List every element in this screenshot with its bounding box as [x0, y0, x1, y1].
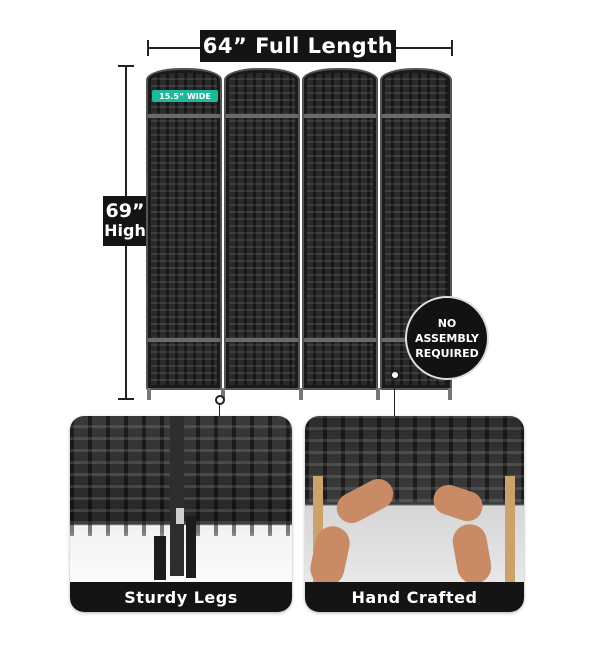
height-value: 69” [105, 200, 145, 222]
badge-line-1: NO [437, 316, 457, 330]
craft-callout-pin [390, 370, 400, 380]
sturdy-legs-caption: Sturdy Legs [70, 582, 292, 612]
legs-callout-line [219, 404, 220, 416]
length-cap-right [451, 40, 453, 56]
height-label: 69” High [103, 196, 147, 246]
sturdy-legs-photo: Sturdy Legs [70, 416, 292, 612]
hand-crafted-caption: Hand Crafted [305, 582, 524, 612]
height-cap-top [118, 65, 134, 67]
post-5 [448, 388, 452, 400]
post-1 [147, 388, 151, 400]
height-cap-bottom [118, 398, 134, 400]
badge-line-2: ASSEMBLY [415, 331, 479, 345]
post-4 [376, 388, 380, 400]
post-3 [299, 388, 303, 400]
length-label: 64” Full Length [200, 30, 396, 62]
panel-width-tag: 15.5” WIDE [152, 90, 218, 102]
right-arm [450, 521, 494, 587]
hand-crafted-photo: Hand Crafted [305, 416, 524, 612]
no-assembly-badge: NO ASSEMBLY REQUIRED [405, 296, 489, 380]
post-2 [221, 388, 225, 400]
panel-2 [224, 68, 300, 390]
panel-1 [146, 68, 222, 390]
badge-line-3: REQUIRED [415, 346, 479, 360]
height-word: High [104, 221, 146, 240]
craft-callout-line [394, 380, 395, 416]
legs-callout-pin [215, 395, 225, 405]
length-cap-left [147, 40, 149, 56]
panel-3 [302, 68, 378, 390]
